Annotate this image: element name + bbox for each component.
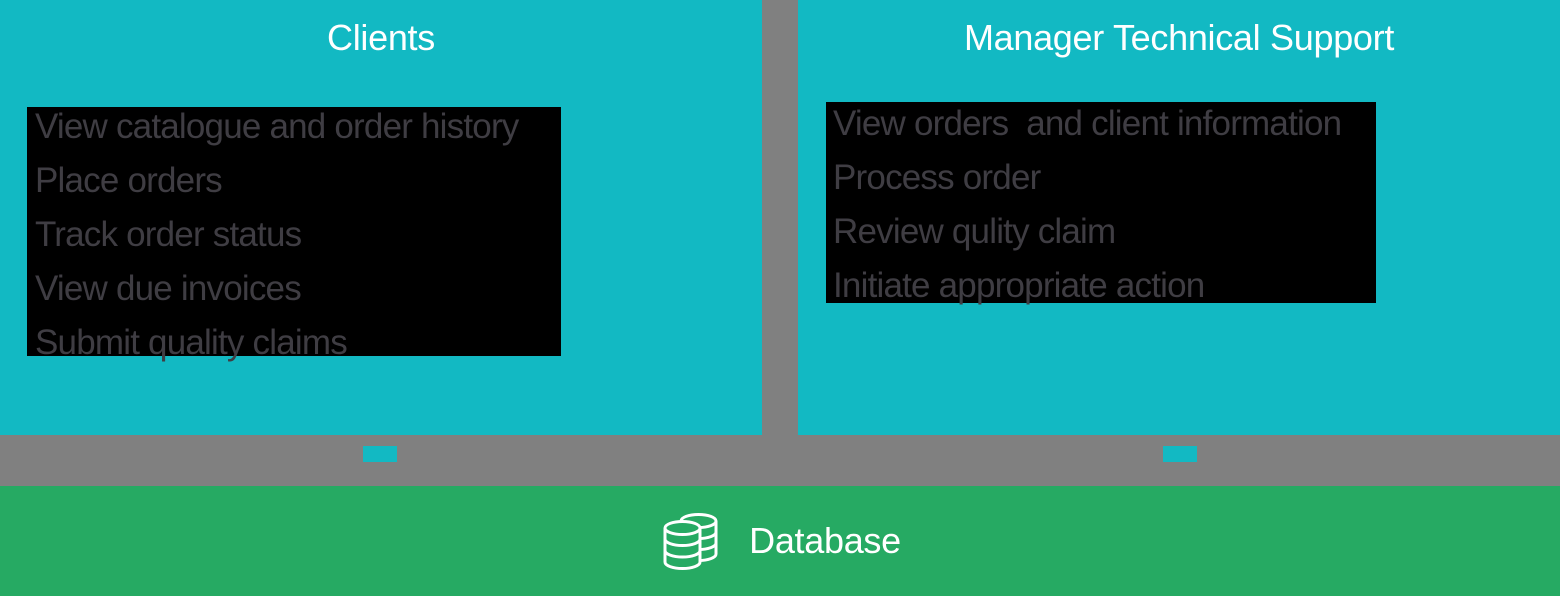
manager-capabilities-box: View orders and client information Proce… <box>826 102 1376 305</box>
list-item: Track order status <box>35 215 302 254</box>
manager-panel-title: Manager Technical Support <box>963 17 1395 58</box>
list-item: Review qulity claim <box>833 212 1116 251</box>
list-item: Process order <box>833 158 1041 197</box>
database-label: Database <box>749 520 901 561</box>
list-item: View orders and client information <box>833 104 1342 143</box>
clients-capabilities-box: View catalogue and order history Place o… <box>27 107 561 362</box>
left-trackpad-notch <box>363 446 397 462</box>
laptop-base-bar <box>0 435 1560 486</box>
clients-panel-title: Clients <box>327 17 435 58</box>
manager-screen-panel: Manager Technical Support View orders an… <box>798 0 1560 435</box>
right-trackpad-notch <box>1163 446 1197 462</box>
list-item: View catalogue and order history <box>35 107 519 146</box>
laptop-stand-divider <box>762 0 798 435</box>
list-item: Initiate appropriate action <box>833 266 1205 305</box>
list-item: Place orders <box>35 161 223 200</box>
database-bar: Database <box>0 486 1560 596</box>
clients-screen-panel: Clients View catalogue and order history… <box>0 0 762 435</box>
list-item: View due invoices <box>35 269 302 308</box>
database-icon <box>663 513 718 570</box>
list-item: Submit quality claims <box>35 323 348 362</box>
